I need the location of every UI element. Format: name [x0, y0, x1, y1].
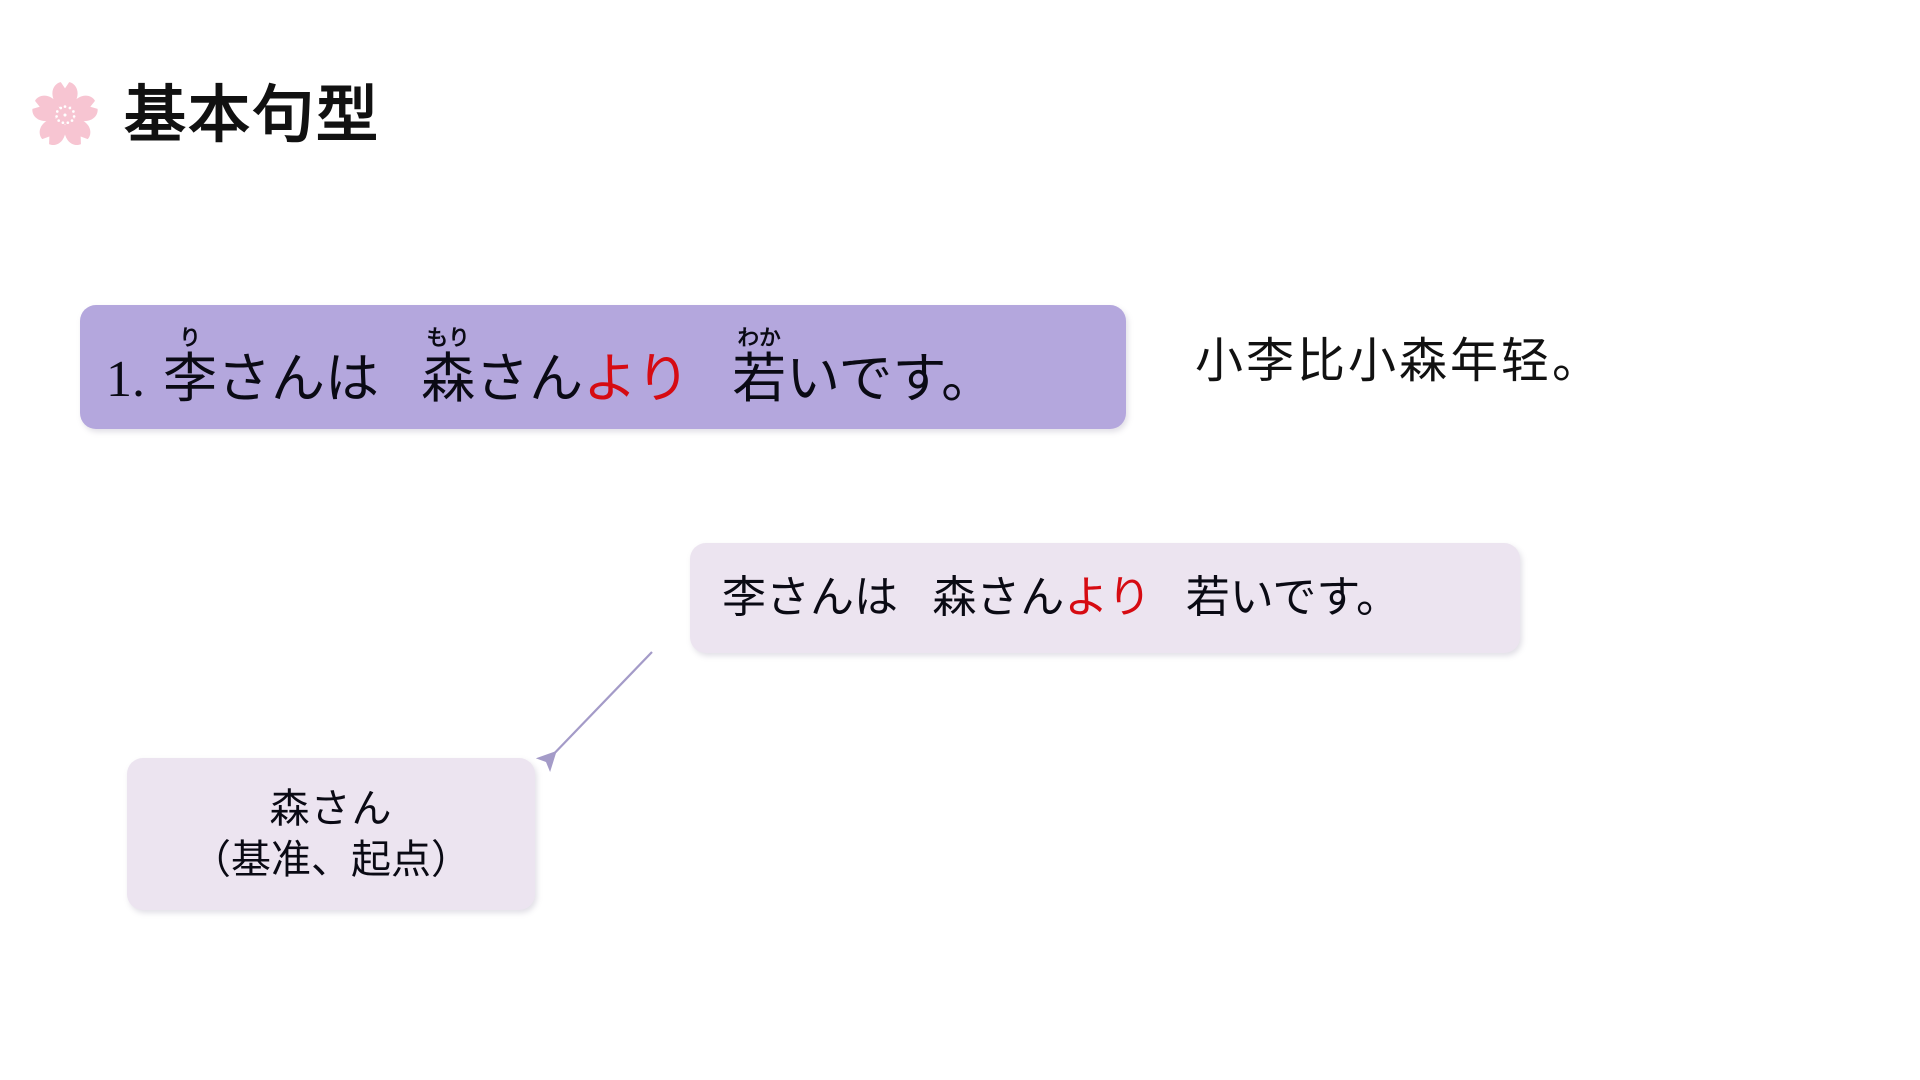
example-number: 1. [106, 350, 145, 408]
page-title: 基本句型 [124, 78, 381, 151]
kana-idesu: いです。 [786, 348, 996, 409]
slide-header: 基本句型 [30, 80, 380, 150]
reference-subject: 森さん [269, 785, 393, 831]
restated-part-c: 若いです。 [1185, 573, 1401, 622]
furigana-blank-3 [634, 328, 639, 350]
chinese-translation: 小李比小森年轻。 [1195, 335, 1604, 388]
primary-example-sentence: 1. り 李 さんは もり 森 さん より わか 若 い [106, 328, 995, 406]
furigana-blank-2 [526, 328, 531, 350]
furigana-ri: り [179, 326, 201, 351]
kanji-li: 李 [163, 348, 217, 409]
furigana-waka: わか [737, 326, 781, 351]
kanji-mori: 森 [421, 348, 476, 409]
restated-sentence-box: 李さんは 森さん より 若いです。 [690, 543, 1520, 653]
ruby-group-yori: より [583, 328, 690, 406]
ruby-group-idesu: いです。 [786, 328, 995, 406]
ruby-group-san: さん [475, 328, 583, 406]
connector-arrow-icon [535, 651, 653, 773]
furigana-mori: もり [426, 326, 470, 351]
restated-particle-yori: より [1064, 573, 1152, 622]
sakura-flower-icon [32, 82, 98, 145]
kana-san: さん [475, 348, 584, 409]
ruby-group-mori: もり 森 [421, 328, 475, 406]
kanji-waka: 若 [732, 348, 787, 409]
restated-part-b: 森さん [932, 573, 1065, 622]
reference-box: 森さん （基准、起点） [127, 758, 535, 910]
ruby-group-sanwa: さんは [217, 328, 379, 406]
restated-part-a: 李さんは [722, 573, 898, 622]
ruby-group-waka: わか 若 [732, 328, 786, 406]
kana-sanwa: さんは [217, 348, 379, 409]
particle-yori: より [583, 348, 691, 409]
ruby-group-ri: り 李 [163, 328, 217, 406]
reference-note: （基准、起点） [191, 837, 471, 882]
primary-example-box: 1. り 李 さんは もり 森 さん より わか 若 い [80, 305, 1126, 429]
furigana-blank-4 [888, 328, 893, 350]
furigana-blank-1 [295, 328, 300, 350]
restated-sentence: 李さんは 森さん より 若いです。 [722, 576, 1400, 620]
